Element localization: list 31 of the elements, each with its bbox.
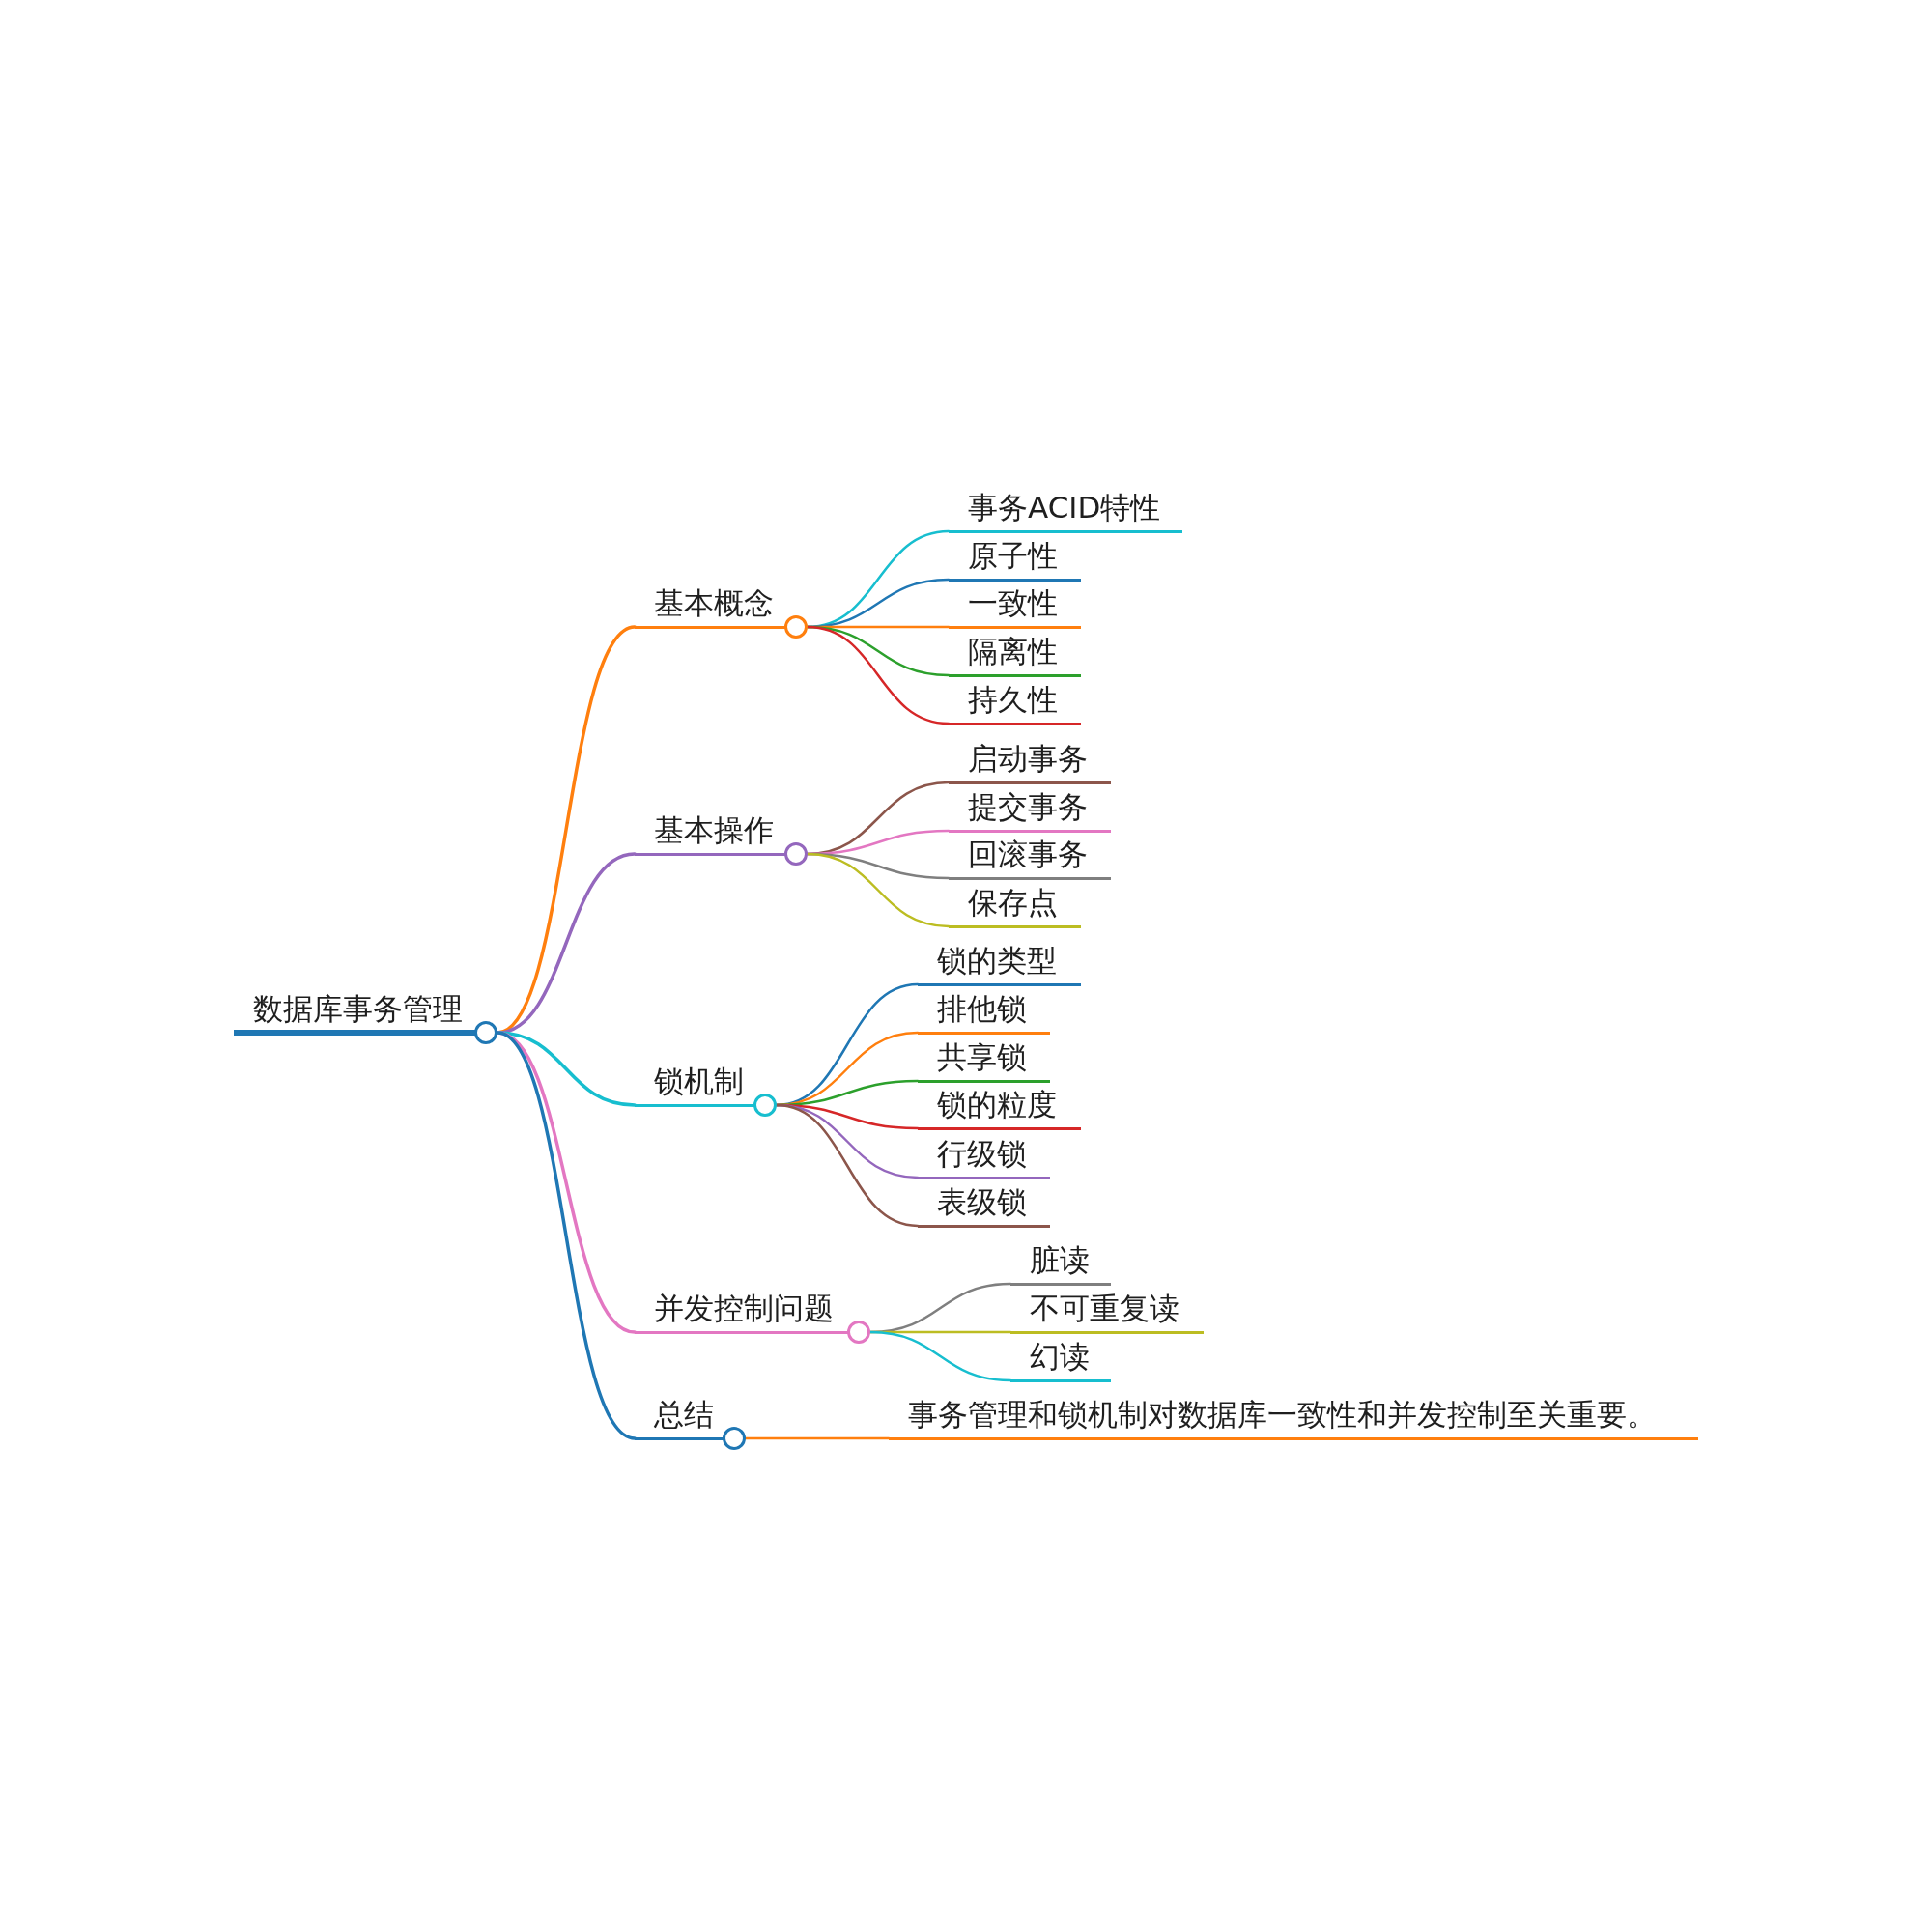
topic-label: 事务ACID特性 [968,489,1161,526]
topic-label: 启动事务 [968,740,1088,777]
topic-label: 并发控制问题 [654,1290,834,1326]
topic-label: 脏读 [1030,1241,1090,1278]
topic-label: 排他锁 [937,990,1027,1027]
topic-label: 数据库事务管理 [253,990,463,1027]
branch-connector [775,1103,920,1228]
branch-connector [496,1031,637,1440]
topic-label: 持久性 [968,681,1058,718]
topic-label: 提交事务 [968,788,1088,825]
topic-label: 表级锁 [937,1183,1027,1220]
branch-connector [806,852,951,928]
topic-label: 共享锁 [937,1038,1027,1075]
topic-label: 幻读 [1030,1338,1090,1375]
topic-label: 回滚事务 [968,836,1088,872]
topic-label: 基本操作 [654,811,774,848]
topic-label: 事务管理和锁机制对数据库一致性和并发控制至关重要。 [908,1396,1657,1433]
branch-connector [744,1436,891,1440]
topic-label: 总结 [654,1396,714,1433]
topic-label: 隔离性 [968,633,1058,669]
topic-label: 锁机制 [654,1063,744,1099]
topic-label: 行级锁 [937,1135,1027,1172]
topic-label: 不可重复读 [1030,1290,1179,1326]
topic-label: 原子性 [968,537,1058,574]
topic-label: 一致性 [968,584,1058,621]
branch-connector [806,625,951,725]
topic-label: 锁的粒度 [937,1086,1057,1122]
topic-label: 基本概念 [654,584,774,621]
topic-label: 锁的类型 [937,942,1057,979]
branch-connector [868,1330,1012,1382]
topic-label: 保存点 [968,884,1058,921]
